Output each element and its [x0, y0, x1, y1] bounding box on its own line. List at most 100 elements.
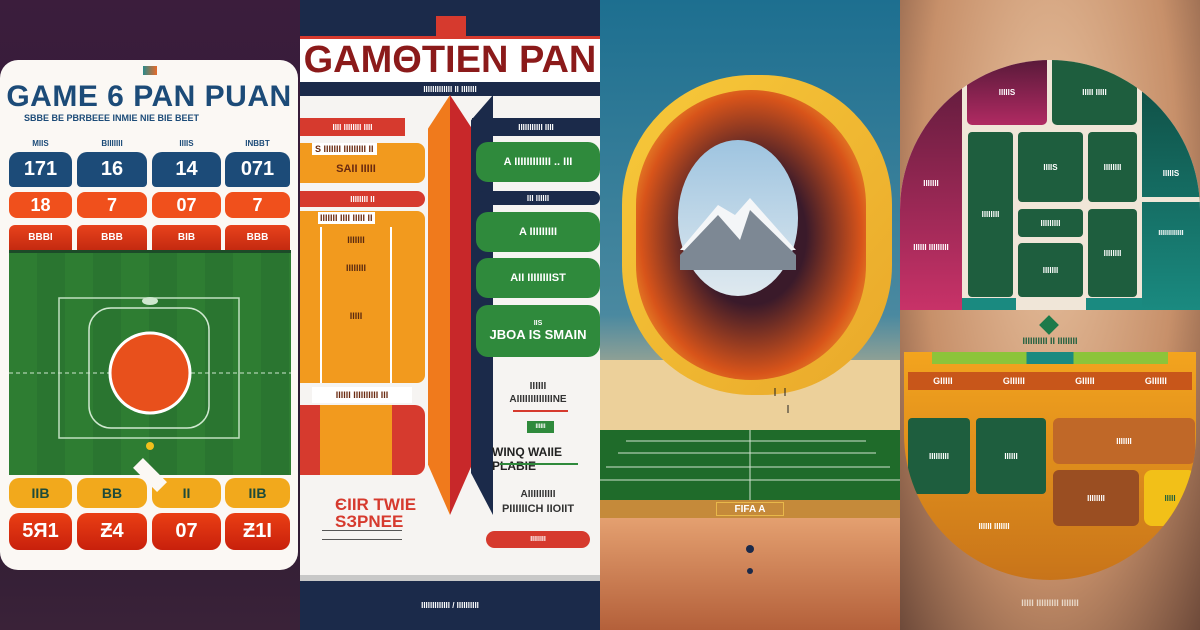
- footer-bar: IIIIIIIIIIIII / IIIIIIIIII: [300, 581, 600, 630]
- column-label: INBBT: [245, 138, 270, 148]
- left-header: IIII IIIIIIII IIII: [300, 118, 405, 136]
- bowl-header: GIIIII: [933, 376, 953, 386]
- football-field: [9, 250, 291, 475]
- green-badge: IIIIII: [527, 421, 554, 433]
- bottom-left-title: ЄIIR TWIE SЗPNEE: [335, 496, 416, 530]
- right-text-block-2: AIIIIIIIIII PIIIIIICH IIOIIT: [476, 488, 600, 516]
- red-label-box: BBB: [77, 225, 147, 250]
- right-header: IIIIIIIIIII IIII: [472, 118, 600, 136]
- bowl-header: GIIIIII: [1144, 376, 1167, 386]
- orange-score-box: 7: [225, 192, 290, 218]
- orange-score-box: 07: [152, 192, 221, 218]
- top-block-magenta: IIIIIS: [967, 60, 1047, 125]
- field-banner: FIFA A: [716, 502, 784, 516]
- grid-block: IIIIIII: [1018, 243, 1083, 297]
- bowl-section: GIIIII GIIIIII GIIIII GIIIIII IIIIIIIII …: [904, 352, 1196, 580]
- bowl-block: IIIIIII: [1053, 418, 1195, 464]
- left-label: IIIIIII: [923, 178, 939, 188]
- panel-scoreboard-poster: GAME 6 PAN PUAN SBBE BE PBRBEEE INMIE NI…: [0, 0, 300, 630]
- footer-text: IIIII IIIIIIIII IIIIIII: [1021, 598, 1079, 608]
- logo-icon: [436, 16, 466, 38]
- red-pill-button[interactable]: IIIIIIII: [486, 531, 590, 548]
- bowl-block: IIIIIIII: [1053, 470, 1139, 526]
- right-text-4: AIIIIIIIIII: [520, 489, 556, 500]
- bottom-left-line2: SЗPNEE: [335, 512, 404, 531]
- green-card-4: IIS JBOA IS SMAIN: [476, 305, 600, 357]
- left-row1: S IIIIIII IIIIIIIII II: [312, 143, 377, 155]
- grid-block: IIIIIIII: [1088, 209, 1137, 297]
- poster-title: GAME 6 PAN PUAN: [6, 80, 292, 113]
- bottom-left-line1: ЄIIR TWIE: [335, 495, 417, 514]
- bottom-score-box: Ƶ1I: [225, 513, 290, 550]
- bottom-score-box: Ƶ4: [77, 513, 147, 550]
- panel-game-plan-poster: GAMΘTIEN PAN IIIIIIIIIIIII II IIIIIII II…: [300, 0, 600, 630]
- center-ribbon: [428, 95, 472, 515]
- right-label-1: IIIIIS: [1142, 150, 1200, 202]
- blue-score-box: 071: [225, 152, 290, 187]
- bowl-header: GIIIIII: [1002, 376, 1025, 386]
- poster-title: GAMΘTIEN PAN: [300, 36, 600, 82]
- ball-icon: [146, 442, 154, 450]
- green-card-4-title: JBOA IS SMAIN: [489, 327, 587, 342]
- column-label: IIIIS: [179, 138, 194, 148]
- magenta-block: IIIIIII IIIIII IIIIIIIII: [900, 60, 962, 310]
- green-card-3: AII IIIIIIIIST: [476, 258, 600, 298]
- diamond-icon: [1039, 315, 1059, 335]
- red-label-box: BBB: [225, 225, 290, 250]
- right-text-2: AIIIIIIIIIIIIINE: [509, 394, 567, 405]
- left-row4: IIIIII IIIIIIIIII III: [312, 387, 412, 403]
- bowl-block: IIIII: [1144, 470, 1196, 526]
- bowl-block: IIIIII: [976, 418, 1046, 494]
- left-row3: IIIIIII IIII IIIII II: [318, 212, 375, 224]
- top-block-green: IIIII IIIII: [1052, 60, 1137, 125]
- red-label-box: BIB: [152, 225, 221, 250]
- green-card-4-small: IIS: [533, 320, 543, 327]
- blue-score-box: 171: [9, 152, 72, 187]
- orange-score-box: 18: [9, 192, 72, 218]
- poster-subtitle: SBBE BE PBRBEEE INMIE NIE BIE BEET: [24, 113, 200, 123]
- blue-score-box: 16: [77, 152, 147, 187]
- right-heading: WINQ WAIIE PLABIE: [492, 445, 562, 473]
- logo-icon: [143, 66, 157, 75]
- middle-title: IIIIIIIIII II IIIIIIII: [1022, 336, 1078, 346]
- field-markings: [9, 297, 291, 450]
- left-box2-line1: IIIIIII: [347, 235, 365, 245]
- portal-scene: [600, 0, 900, 630]
- left-row2: IIIIIIII II: [300, 191, 425, 207]
- center-circle: [108, 331, 192, 415]
- bowl-block: IIIIII IIIIIII: [978, 522, 1010, 531]
- blue-score-box: 14: [152, 152, 221, 187]
- grid-block: IIIIIIIII: [1018, 209, 1083, 237]
- grid-block: IIIIS: [1018, 132, 1083, 202]
- yellow-label-box: BB: [77, 478, 147, 508]
- bowl-header-row: GIIIII GIIIIII GIIIII GIIIIII: [908, 372, 1192, 390]
- column-label: BIIIIIII: [101, 138, 123, 148]
- red-label-box: BBBI: [9, 225, 72, 250]
- left-label-2: IIIIII IIIIIIIII: [913, 242, 949, 252]
- player-figure: [747, 568, 753, 574]
- green-card-2: A IIIIIIIII: [476, 212, 600, 252]
- left-box2-line2: IIIIIIII: [345, 263, 366, 273]
- right-label-2: IIIIIIIIIIIII: [1158, 230, 1184, 237]
- yellow-label-box: IIB: [225, 478, 290, 508]
- yellow-label-box: IIB: [9, 478, 72, 508]
- panel-stadium-layout: IIIIIII IIIIII IIIIIIIII IIIIIS IIIII II…: [900, 0, 1200, 630]
- panel-portal-field-scene: FIFA A: [600, 0, 900, 630]
- grid-block: IIIIIIII: [968, 132, 1013, 297]
- poster-subtitle: IIIIIIIIIIIII II IIIIIII: [300, 82, 600, 96]
- navy-label: III IIIIII: [476, 191, 600, 205]
- right-text-1: IIIIII: [529, 381, 547, 392]
- left-box3: IIIII: [349, 311, 363, 321]
- left-box1: SAII IIIII: [320, 155, 392, 183]
- dome-section: IIIIIII IIIIII IIIIIIIII IIIIIS IIIII II…: [900, 60, 1200, 310]
- right-text-5: PIIIIIICH IIOIIT: [501, 503, 575, 515]
- left-box2: IIIIIII IIIIIIII IIIII: [320, 227, 392, 383]
- column-label: MIIS: [32, 138, 49, 148]
- player-figure: [746, 545, 754, 553]
- bowl-block: IIIIIIIII: [908, 418, 970, 494]
- bottom-score-box: 5Я1: [9, 513, 72, 550]
- green-card-1: A IIIIIIIIIIII .. III: [476, 142, 600, 182]
- bowl-header: GIIIII: [1075, 376, 1095, 386]
- bottom-score-box: 07: [152, 513, 221, 550]
- right-text-block: IIIIII AIIIIIIIIIIIIINE: [476, 380, 600, 406]
